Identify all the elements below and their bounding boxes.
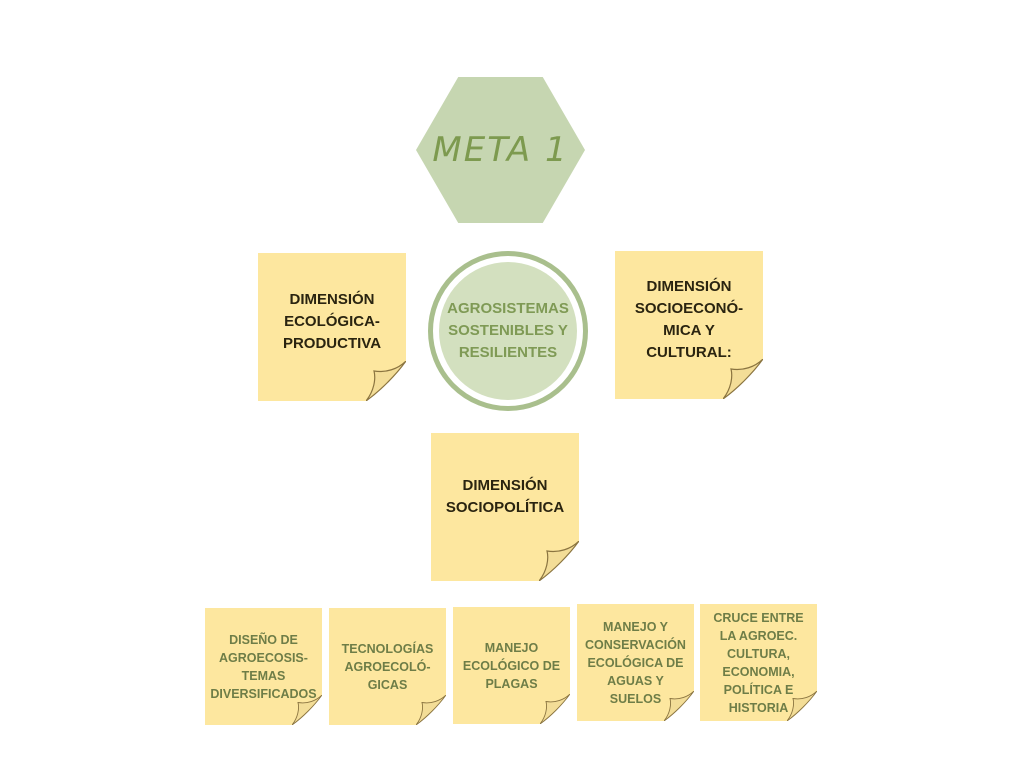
page-curl-icon bbox=[416, 695, 446, 725]
note-label: MANEJO Y CONSERVACIÓN ECOLÓGICA DE AGUAS… bbox=[585, 619, 686, 706]
note-topic: DISEÑO DE AGROECOSIS- TEMAS DIVERSIFICAD… bbox=[205, 608, 322, 725]
note-label: DIMENSIÓN ECOLÓGICA- PRODUCTIVA bbox=[282, 291, 382, 352]
center-label: AGROSISTEMAS SOSTENIBLES Y RESILIENTES bbox=[447, 300, 569, 361]
note-topic: CRUCE ENTRE LA AGROEC. CULTURA, ECONOMIA… bbox=[700, 604, 817, 721]
page-curl-icon bbox=[539, 541, 579, 581]
note-label: DISEÑO DE AGROECOSIS- TEMAS DIVERSIFICAD… bbox=[210, 632, 317, 701]
page-curl-icon bbox=[292, 695, 322, 725]
center-ring bbox=[428, 251, 588, 411]
note-topic: MANEJO Y CONSERVACIÓN ECOLÓGICA DE AGUAS… bbox=[577, 604, 694, 721]
note-label: TECNOLOGÍAS AGROECOLÓ- GICAS bbox=[341, 641, 434, 692]
page-curl-icon bbox=[723, 359, 763, 399]
page-curl-icon bbox=[664, 691, 694, 721]
note-label: CRUCE ENTRE LA AGROEC. CULTURA, ECONOMIA… bbox=[713, 610, 804, 715]
center-circle: AGROSISTEMAS SOSTENIBLES Y RESILIENTES bbox=[439, 262, 577, 400]
note-socioeconomica: DIMENSIÓN SOCIOECONÓ- MICA Y CULTURAL: bbox=[615, 251, 763, 399]
meta-title: META 1 bbox=[432, 130, 569, 170]
note-sociopolitica: DIMENSIÓN SOCIOPOLÍTICA bbox=[431, 433, 579, 581]
page-curl-icon bbox=[366, 361, 406, 401]
page-curl-icon bbox=[540, 694, 570, 724]
page-curl-icon bbox=[787, 691, 817, 721]
note-label: DIMENSIÓN SOCIOPOLÍTICA bbox=[445, 477, 565, 516]
note-ecologica: DIMENSIÓN ECOLÓGICA- PRODUCTIVA bbox=[258, 253, 406, 401]
note-label: MANEJO ECOLÓGICO DE PLAGAS bbox=[462, 640, 561, 691]
note-topic: TECNOLOGÍAS AGROECOLÓ- GICAS bbox=[329, 608, 446, 725]
note-label: DIMENSIÓN SOCIOECONÓ- MICA Y CULTURAL: bbox=[634, 278, 744, 361]
meta-hexagon: META 1 bbox=[416, 77, 585, 223]
note-topic: MANEJO ECOLÓGICO DE PLAGAS bbox=[453, 607, 570, 724]
